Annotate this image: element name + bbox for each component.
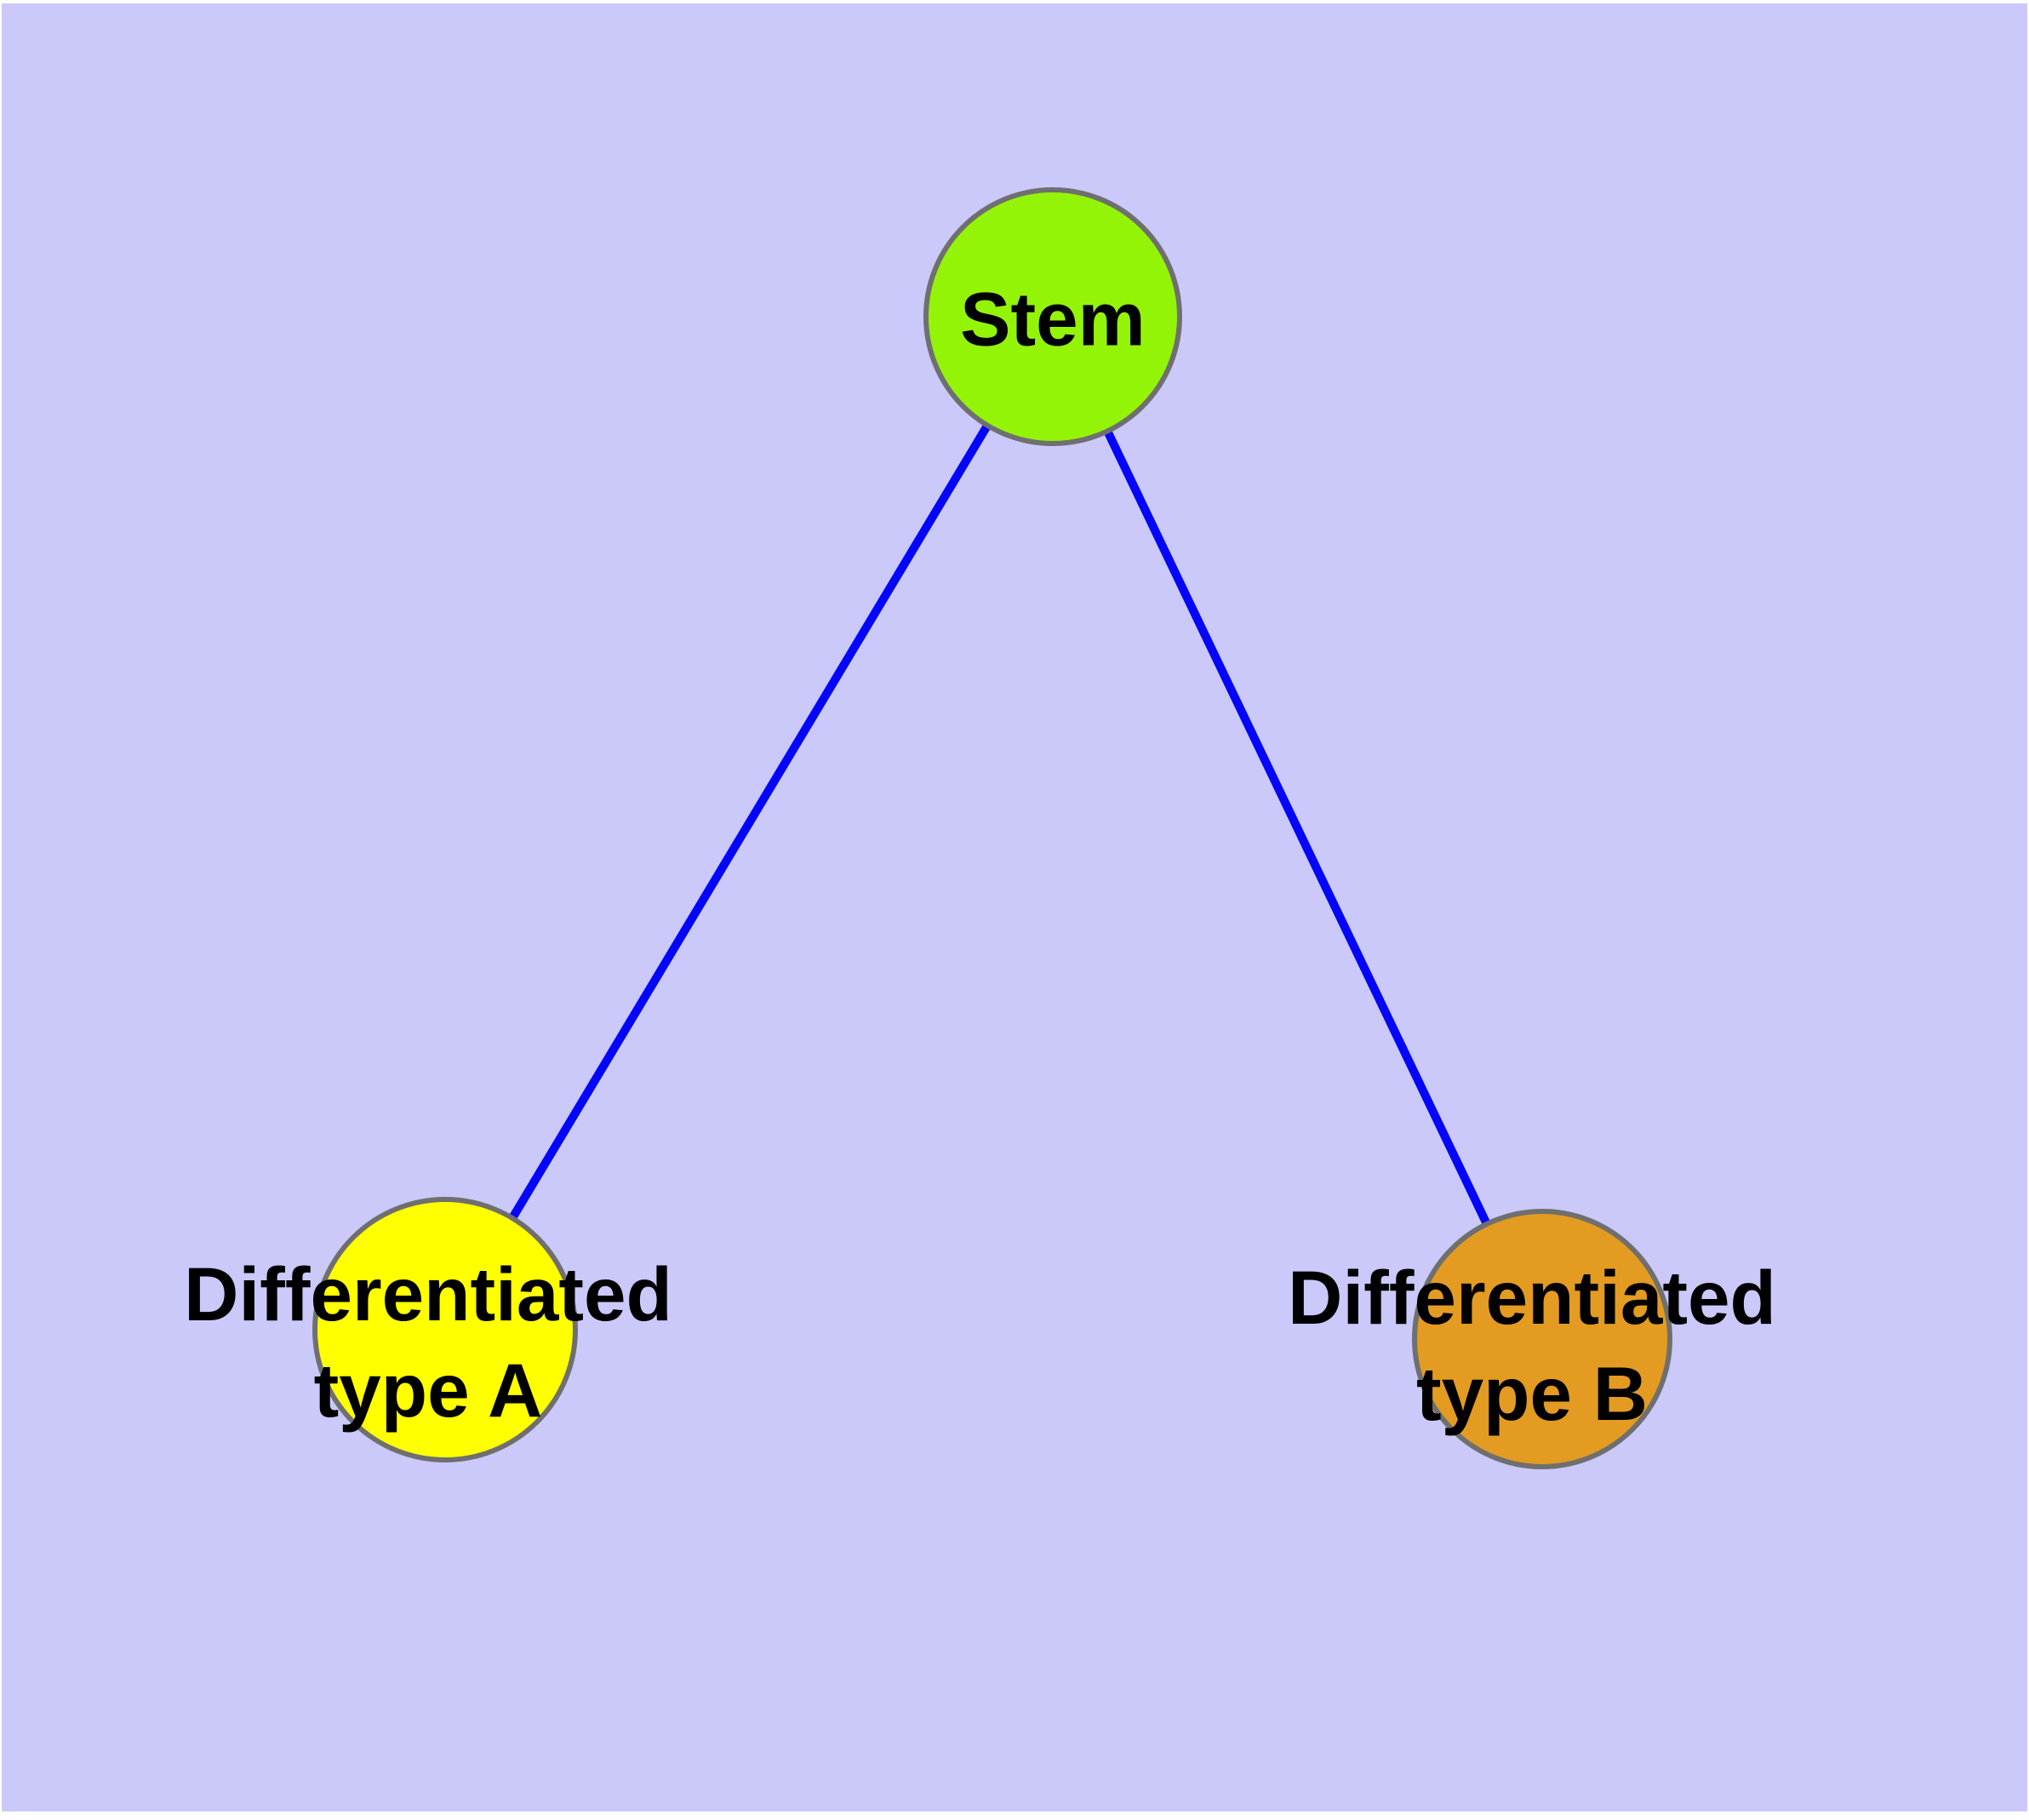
node-stem-label: Stem [960, 276, 1146, 362]
node-differentiated-type-a-label: Differentiated type A [184, 1251, 672, 1433]
node-differentiated-type-b-label: Differentiated type B [1288, 1254, 1776, 1436]
node-differentiated-type-a [312, 1197, 578, 1462]
node-stem [923, 187, 1182, 446]
edge-stem-to-type-b [1103, 428, 1491, 1227]
node-differentiated-type-b [1412, 1209, 1672, 1469]
edge-stem-to-type-a [508, 423, 992, 1221]
